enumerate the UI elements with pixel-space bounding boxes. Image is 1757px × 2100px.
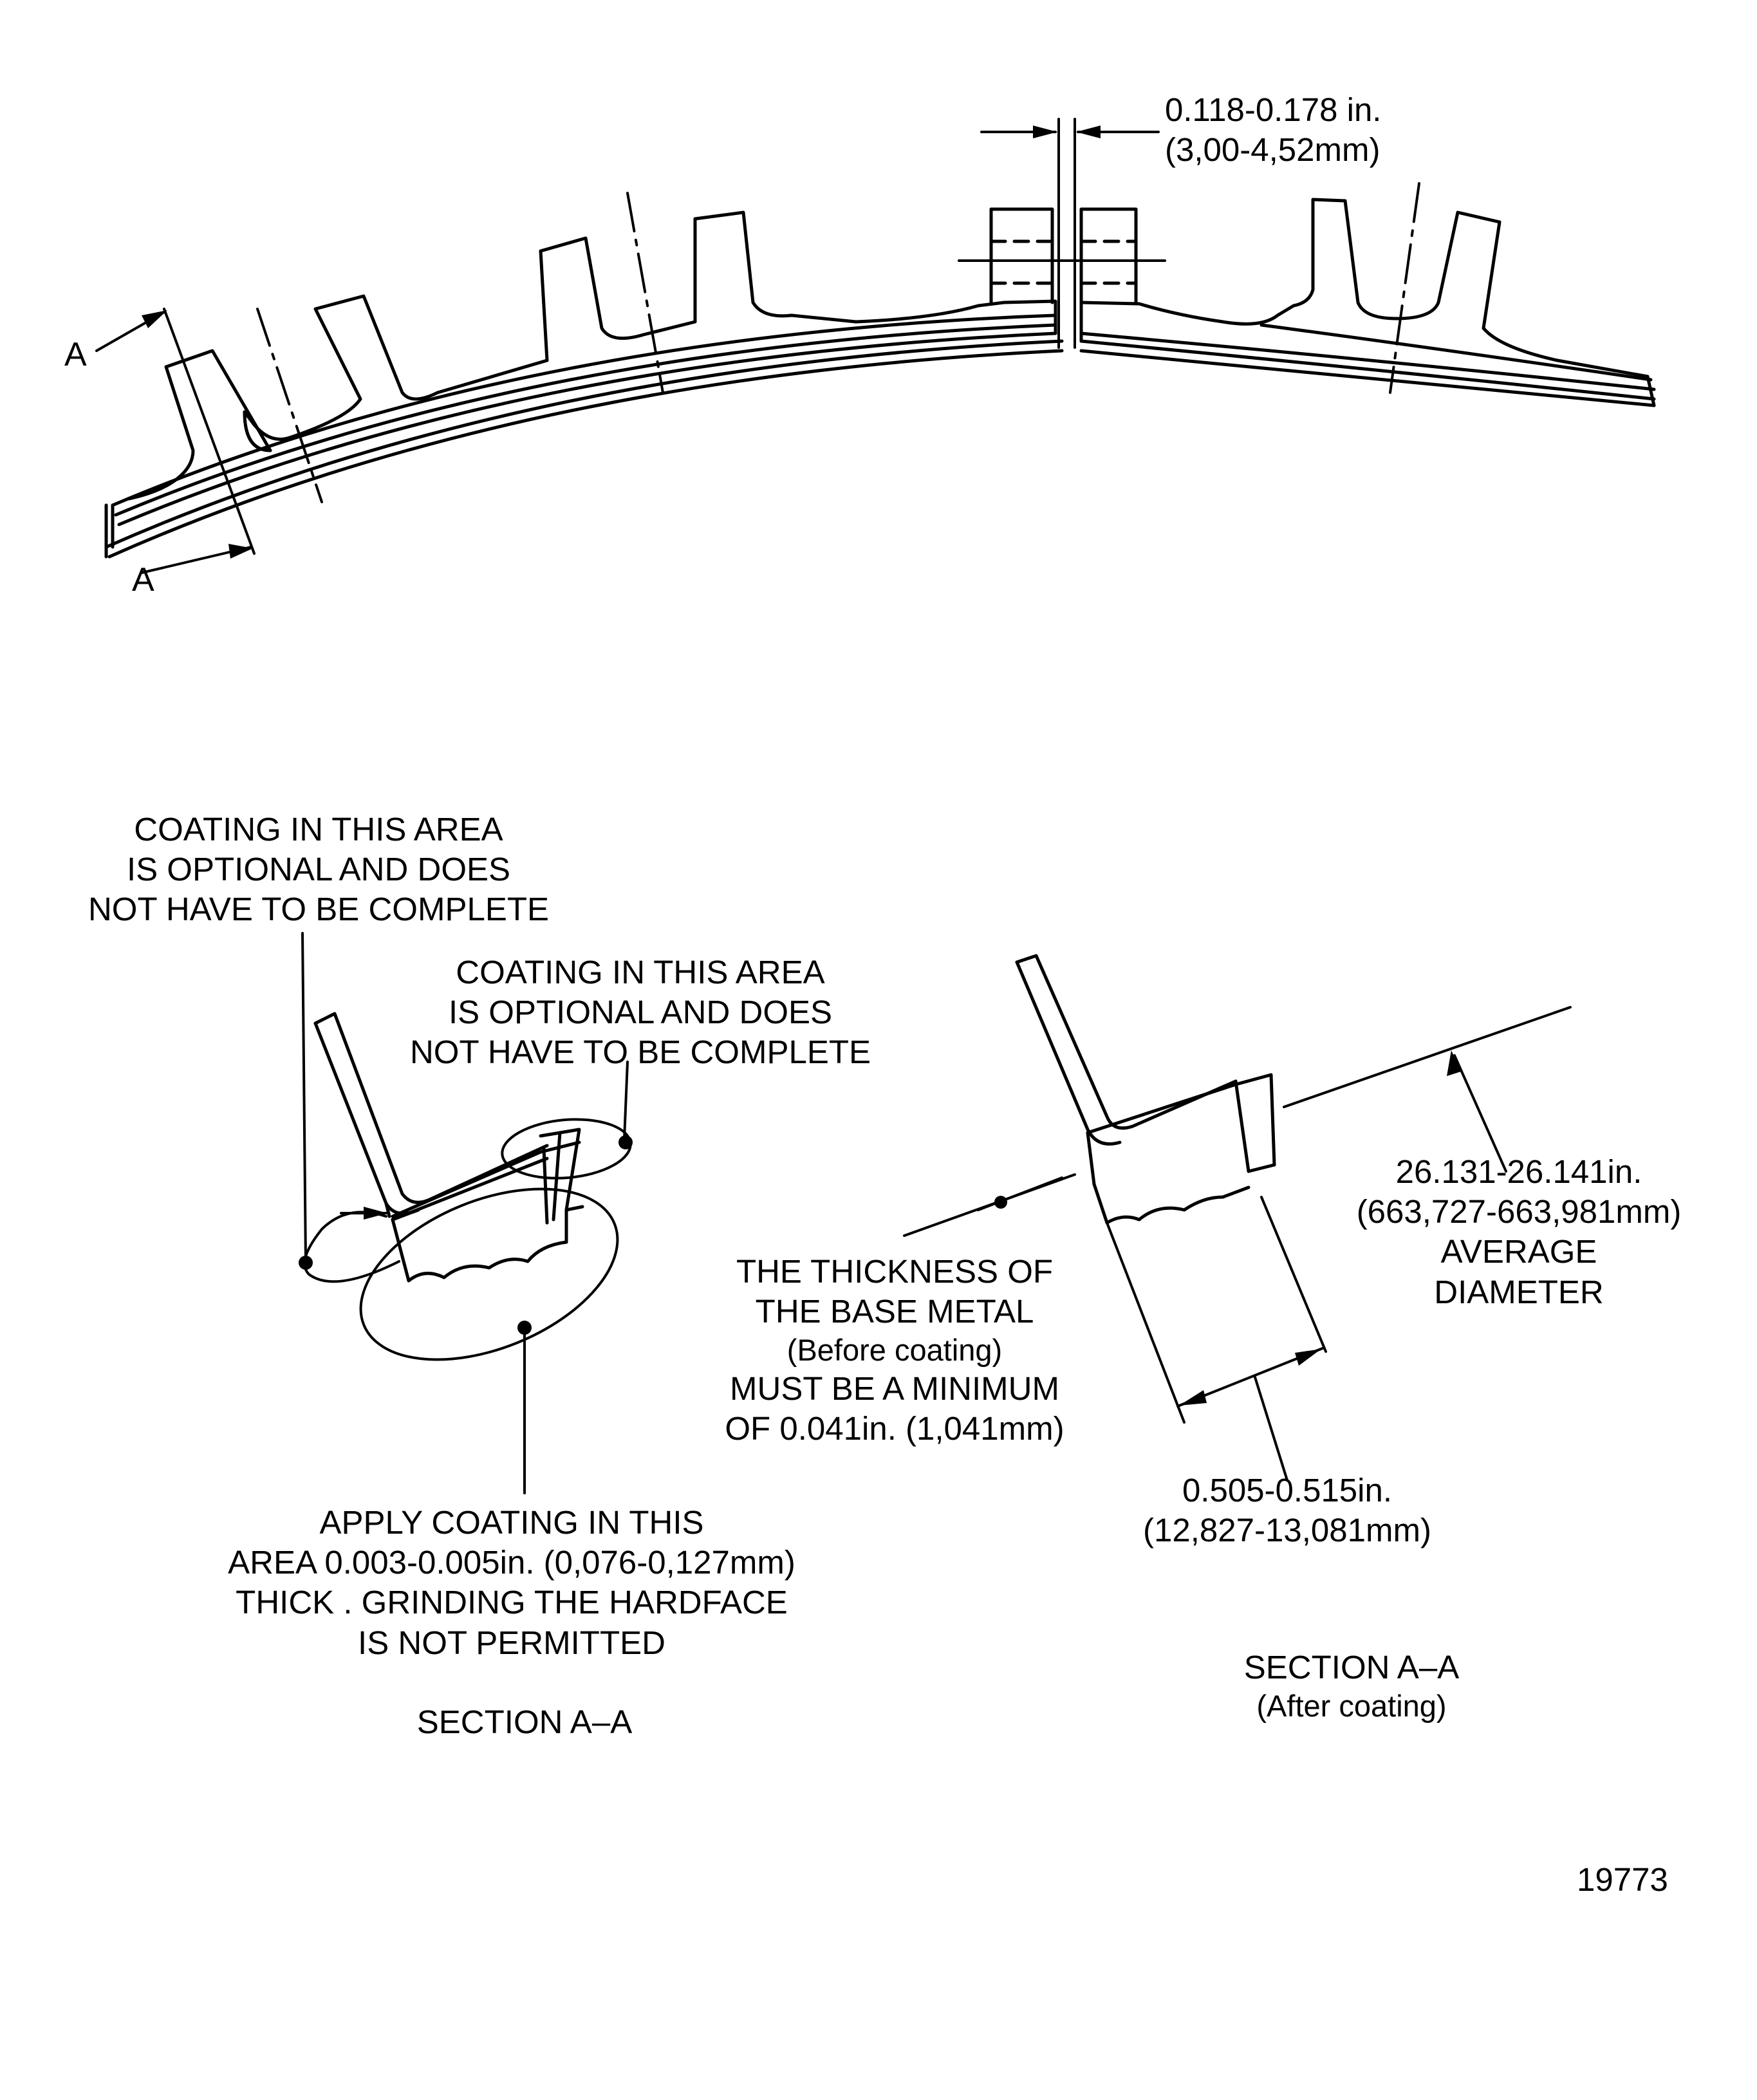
note-line: COATING IN THIS AREA <box>456 954 825 990</box>
ring-segment-right <box>1079 198 1656 407</box>
left-section-title: SECTION A–A <box>416 1704 633 1740</box>
note-line: COATING IN THIS AREA <box>134 811 503 848</box>
section-cut-line <box>95 308 256 574</box>
note-line: OF 0.041in. (1,041mm) <box>725 1409 1064 1447</box>
diameter-word: AVERAGE <box>1440 1233 1597 1270</box>
gap-dimension-mm: (3,00-4,52mm) <box>1165 131 1380 169</box>
gap-dimension-inches: 0.118-0.178 in. <box>1165 91 1382 128</box>
section-mark-bottom: A <box>132 561 154 599</box>
optional-coating-note-upper: COATING IN THIS AREA IS OPTIONAL AND DOE… <box>51 810 586 930</box>
apply-coating-note: APPLY COATING IN THIS AREA 0.003-0.005in… <box>161 1503 862 1663</box>
note-line: THICK . GRINDING THE HARDFACE <box>236 1584 788 1621</box>
note-line: IS OPTIONAL AND DOES <box>126 851 511 888</box>
section-arrowheads <box>142 310 253 559</box>
tooth-centerlines <box>256 182 1420 503</box>
note-line: NOT HAVE TO BE COMPLETE <box>409 1034 871 1071</box>
average-diameter-label: 26.131-26.141in. (663,727-663,981mm) AVE… <box>1319 1152 1718 1312</box>
note-line: IS NOT PERMITTED <box>358 1624 665 1661</box>
gap-dimension-label: 0.118-0.178 in. (3,00-4,52mm) <box>1165 90 1381 170</box>
base-metal-thickness-note: THE THICKNESS OF THE BASE METAL (Before … <box>676 1252 1113 1449</box>
note-line: MUST BE A MINIMUM <box>730 1370 1059 1407</box>
width-inches: 0.505-0.515in. <box>1182 1472 1393 1509</box>
note-line: THE THICKNESS OF <box>736 1253 1054 1290</box>
right-section-title: SECTION A–A <box>1243 1649 1460 1686</box>
width-dimension-label: 0.505-0.515in. (12,827-13,081mm) <box>1094 1471 1480 1550</box>
right-section-profile <box>1015 954 1276 1225</box>
figure-number: 19773 <box>1577 1861 1668 1898</box>
gap-arrowheads <box>1033 125 1101 138</box>
section-mark-top: A <box>64 336 87 373</box>
ring-segment-left <box>104 207 1064 559</box>
left-section-profile <box>313 1012 584 1283</box>
diameter-inches: 26.131-26.141in. <box>1395 1153 1642 1190</box>
diameter-word: DIAMETER <box>1434 1273 1604 1310</box>
optional-coating-note-inner: COATING IN THIS AREA IS OPTIONAL AND DOE… <box>373 952 907 1073</box>
coating-area-outlines <box>303 1118 632 1361</box>
note-line: NOT HAVE TO BE COMPLETE <box>88 891 550 928</box>
note-line: THE BASE METAL <box>755 1293 1034 1330</box>
right-section-arrowheads <box>994 1050 1461 1406</box>
note-line: APPLY COATING IN THIS <box>319 1504 704 1541</box>
note-line: (Before coating) <box>786 1333 1003 1368</box>
diameter-mm: (663,727-663,981mm) <box>1356 1193 1682 1231</box>
right-section-title-block: SECTION A–A (After coating) <box>1158 1648 1545 1725</box>
right-section-subtitle: (After coating) <box>1256 1689 1447 1724</box>
width-mm: (12,827-13,081mm) <box>1143 1512 1431 1549</box>
note-line: IS OPTIONAL AND DOES <box>448 994 833 1031</box>
left-section-dots <box>299 1135 633 1335</box>
note-line: AREA 0.003-0.005in. (0,076-0,127mm) <box>228 1544 795 1581</box>
